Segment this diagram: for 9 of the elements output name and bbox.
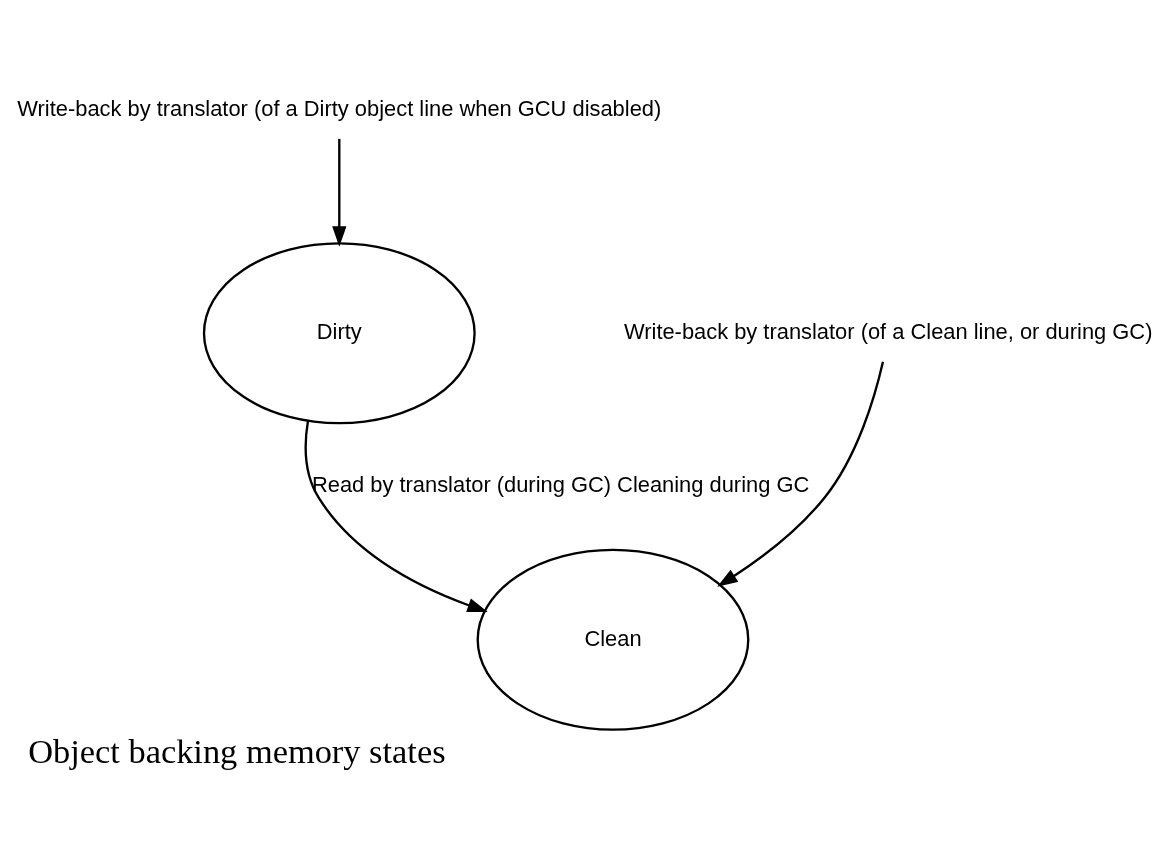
arrow	[304, 420, 488, 612]
node-text: Write-back by translator (of a Dirty object line when GCU disabled)	[17, 95, 662, 121]
edge-label: Read by translator (during GC) Cleaning during GC	[311, 471, 810, 497]
node-ellipse: Dirty	[202, 241, 476, 424]
node-text: Write-back by translator (of a Clean line, or during GC)	[623, 318, 1153, 344]
node-ellipse: Clean	[476, 548, 750, 731]
arrow	[717, 360, 885, 587]
arrow	[332, 138, 347, 247]
caption: Object backing memory states	[28, 731, 446, 770]
